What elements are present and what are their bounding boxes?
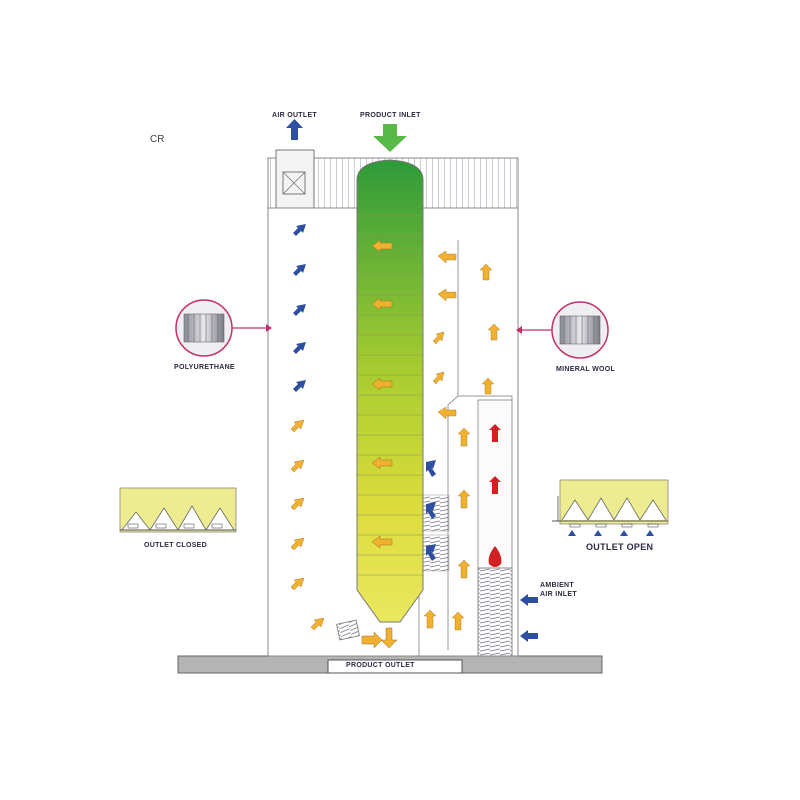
discharge-grate — [336, 619, 360, 641]
corner-mark: CR — [150, 134, 165, 145]
red-arrow-1 — [489, 424, 501, 442]
product-column — [356, 159, 424, 623]
left-chamber-hot-arrows — [290, 419, 325, 631]
product-outlet-label: PRODUCT OUTLET — [346, 662, 415, 669]
column-arrow-4 — [371, 456, 393, 470]
right-hot-arrow-1 — [437, 250, 457, 264]
product-discharge-arrow-left — [361, 631, 383, 649]
ambient-arrow-1 — [520, 594, 538, 606]
riser-hot-arrow-3 — [457, 559, 471, 579]
left-hot-arrow-2 — [290, 459, 305, 473]
riser-hot-arrow-4 — [451, 611, 465, 631]
ambient-air-inlet-label-line2: AIR INLET — [540, 591, 577, 598]
cooling-blue-arrow-1 — [426, 460, 436, 477]
right-hot-arrow-2 — [437, 288, 457, 302]
polyurethane-label: POLYURETHANE — [174, 364, 235, 371]
column-arrow-5 — [371, 535, 393, 549]
ambient-air-inlet-label-line1: AMBIENT — [540, 582, 574, 589]
left-blue-arrow-1 — [293, 224, 306, 236]
outlet-closed-label: OUTLET CLOSED — [144, 542, 208, 549]
riser-hot-arrow-1 — [457, 427, 471, 447]
left-hot-arrow-6 — [310, 617, 325, 631]
cooling-louvre-1 — [418, 494, 450, 532]
product-inlet-arrow — [373, 124, 407, 152]
left-blue-arrow-5 — [293, 380, 306, 392]
roof-vent — [275, 149, 315, 209]
column-arrow-2 — [371, 297, 393, 311]
outlet-closed-detail — [119, 487, 237, 533]
burner-flame — [488, 546, 502, 567]
left-blue-arrow-4 — [293, 342, 306, 354]
right-hot-arrow-3 — [432, 331, 445, 345]
outlet-open-detail — [552, 479, 669, 536]
column-arrow-1 — [371, 239, 393, 253]
right-hot-arrow-8 — [481, 377, 495, 395]
outlet-open-flow-arrows — [568, 530, 654, 536]
ambient-arrow-2 — [520, 630, 538, 642]
right-hot-arrow-5 — [437, 406, 457, 420]
product-discharge-arrow — [380, 627, 398, 649]
left-hot-arrow-4 — [290, 537, 305, 551]
right-hot-arrow-4 — [432, 371, 445, 385]
riser-hot-arrow-5 — [423, 609, 437, 629]
right-chamber-hot-arrows — [423, 250, 501, 631]
cooling-blue-arrows — [426, 460, 436, 561]
product-inlet-label: PRODUCT INLET — [360, 112, 421, 119]
heater-red-arrows — [489, 424, 501, 494]
cooling-blue-arrow-3 — [426, 544, 436, 561]
left-blue-arrow-2 — [293, 264, 306, 276]
mineral-wool-panel — [559, 315, 601, 345]
left-hot-arrow-5 — [290, 577, 305, 591]
riser-hot-arrow-2 — [457, 489, 471, 509]
left-hot-arrow-3 — [290, 497, 305, 511]
column-arrow-3 — [371, 377, 393, 391]
air-outlet-arrow — [286, 119, 303, 140]
ambient-inlet-louvre — [477, 567, 513, 657]
ambient-inlet-arrows — [520, 594, 538, 642]
column-flow-arrows — [371, 239, 393, 549]
mineral-wool-label: MINERAL WOOL — [556, 366, 616, 373]
red-arrow-2 — [489, 476, 501, 494]
left-chamber-blue-arrows — [293, 224, 306, 392]
polyurethane-panel — [183, 313, 225, 343]
left-hot-arrow-1 — [290, 419, 305, 433]
cooling-blue-arrow-2 — [426, 502, 436, 519]
product-outlet-box — [327, 659, 463, 674]
left-blue-arrow-3 — [293, 304, 306, 316]
right-hot-arrow-7 — [487, 323, 501, 341]
right-hot-arrow-6 — [479, 263, 493, 281]
cooling-louvre-2 — [418, 534, 450, 572]
product-column-rows — [357, 214, 423, 576]
air-outlet-label: AIR OUTLET — [272, 112, 317, 119]
outlet-open-label: OUTLET OPEN — [586, 542, 654, 552]
